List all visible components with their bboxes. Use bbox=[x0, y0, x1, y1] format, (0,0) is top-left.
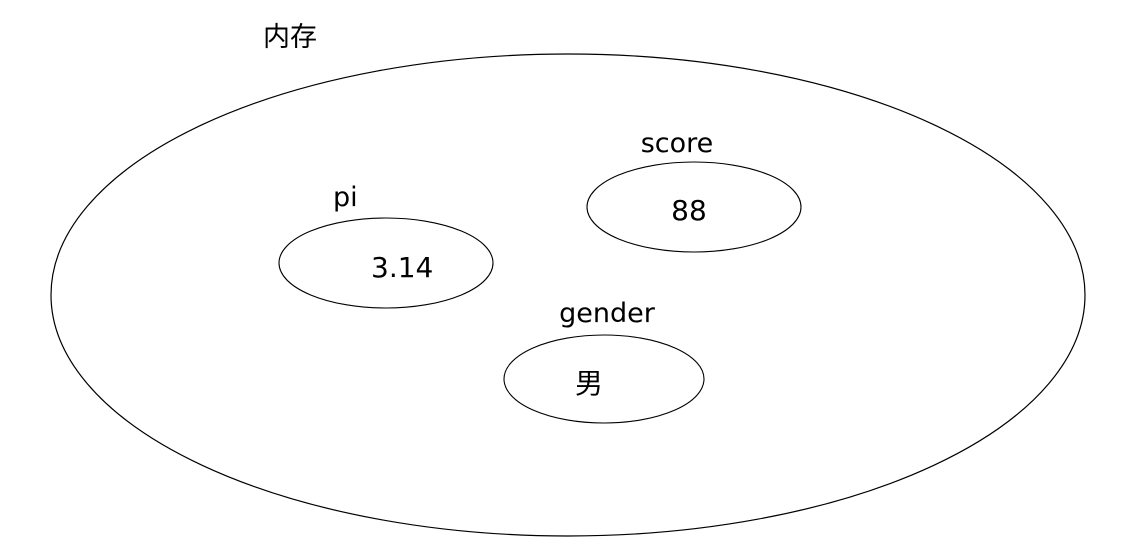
memory-container-label: 内存 bbox=[263, 22, 317, 53]
variable-label-pi: pi bbox=[333, 182, 358, 213]
variable-value-pi: 3.14 bbox=[371, 251, 433, 284]
variable-label-gender: gender bbox=[559, 298, 656, 329]
memory-container-ellipse bbox=[50, 53, 1086, 537]
variable-ellipse-gender bbox=[503, 334, 705, 424]
variable-label-score: score bbox=[641, 128, 714, 159]
variable-value-score: 88 bbox=[671, 194, 707, 227]
variable-value-gender: 男 bbox=[575, 367, 603, 400]
variable-ellipse-score bbox=[586, 161, 802, 253]
variable-ellipse-pi bbox=[278, 217, 494, 309]
